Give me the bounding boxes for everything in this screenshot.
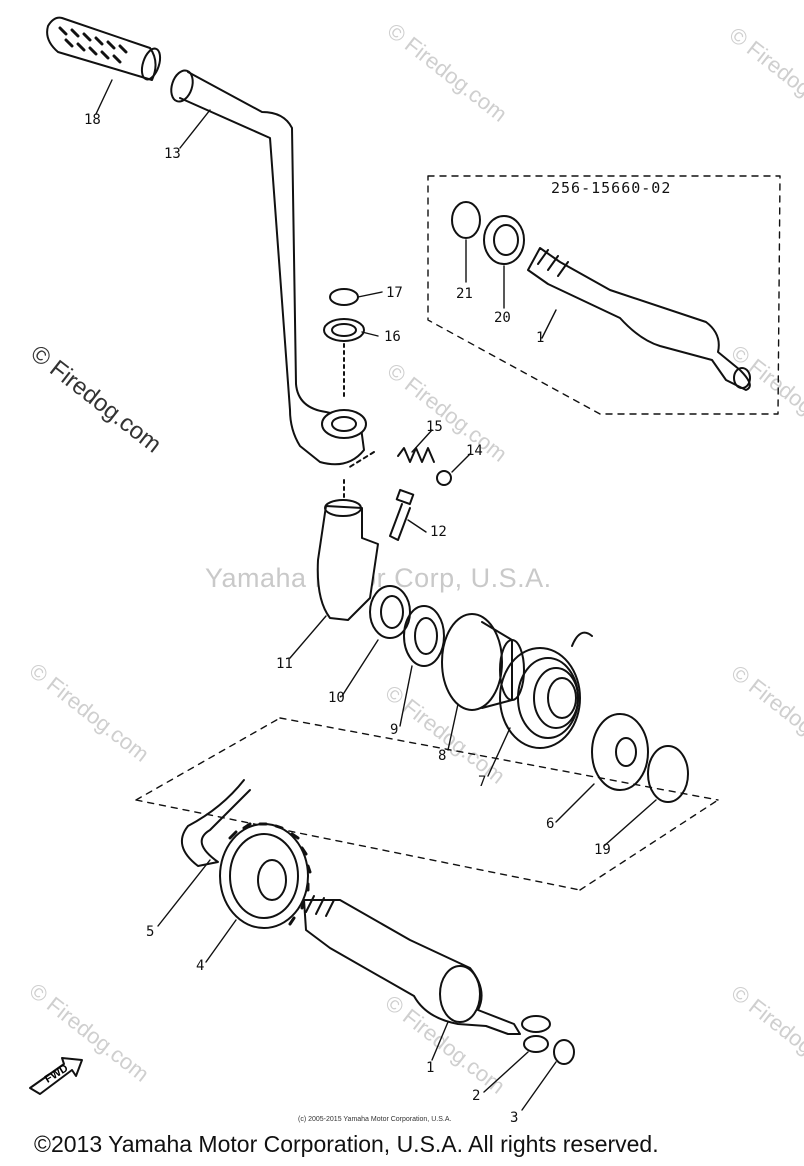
- kick-arm: [170, 69, 367, 466]
- copyright-main: ©2013 Yamaha Motor Corporation, U.S.A. A…: [34, 1131, 659, 1157]
- callout-15: 15: [426, 419, 443, 435]
- copyright-small: (c) 2005-2015 Yamaha Motor Corporation, …: [298, 1116, 452, 1123]
- callout-20: 20: [494, 310, 511, 326]
- torsion-spring: [499, 631, 593, 749]
- kick-grip: [46, 16, 162, 81]
- clip: [180, 779, 251, 867]
- circlip: [553, 1039, 575, 1065]
- callout-1-upper: 1: [536, 330, 545, 346]
- callout-5: 5: [146, 924, 155, 940]
- callout-19: 19: [594, 842, 611, 858]
- callout-16: 16: [384, 329, 401, 345]
- callout-11: 11: [276, 656, 293, 672]
- callout-4: 4: [196, 958, 205, 974]
- kick-shaft-lower: [303, 895, 521, 1035]
- yamaha-watermark: Yamaha Motor Corp, U.S.A.: [205, 563, 552, 593]
- callout-14: 14: [466, 443, 483, 459]
- ball: [436, 470, 452, 486]
- callout-1: 1: [426, 1060, 435, 1076]
- callout-21: 21: [456, 286, 473, 302]
- kick-gear: [219, 822, 312, 929]
- circlip: [647, 745, 689, 803]
- washer: [591, 713, 649, 791]
- callout-3: 3: [510, 1110, 519, 1126]
- callout-9: 9: [390, 722, 399, 738]
- callout-6: 6: [546, 816, 555, 832]
- clip: [329, 288, 359, 306]
- kick-shaft-upper: [527, 247, 751, 391]
- washer: [403, 605, 445, 667]
- callout-8: 8: [438, 748, 447, 764]
- kick-boss: [316, 479, 379, 621]
- washer: [369, 585, 411, 639]
- fwd-arrow-icon: [29, 1057, 83, 1095]
- part-number: 256-15660-02: [551, 179, 672, 197]
- callout-7: 7: [478, 774, 487, 790]
- callout-13: 13: [164, 146, 181, 162]
- washer: [483, 215, 525, 265]
- washer: [323, 318, 365, 342]
- circlip: [521, 1015, 551, 1033]
- bolt: [389, 488, 415, 541]
- circlip: [451, 201, 481, 239]
- spring: [347, 447, 435, 469]
- callout-10: 10: [328, 690, 345, 706]
- circlip: [523, 1035, 549, 1053]
- callout-18: 18: [84, 112, 101, 128]
- leader-lines: [95, 79, 657, 1111]
- callout-17: 17: [386, 285, 403, 301]
- callout-12: 12: [430, 524, 447, 540]
- callout-2: 2: [472, 1088, 481, 1104]
- spring-guide: [441, 613, 525, 711]
